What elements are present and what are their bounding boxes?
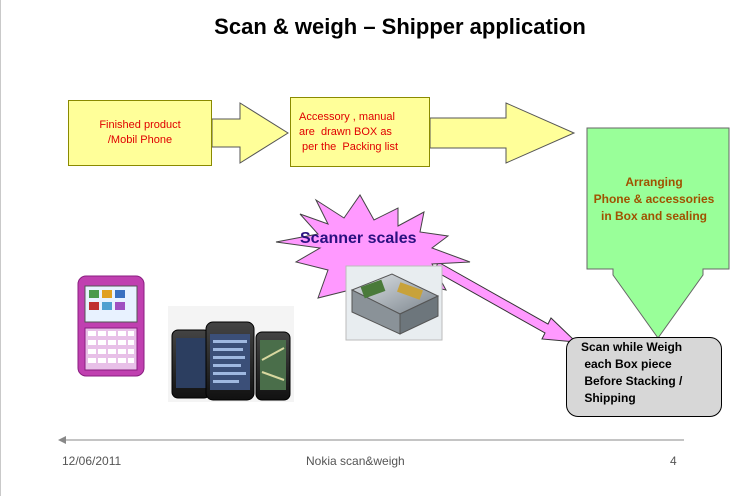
accessory-box: Accessory , manual are drawn BOX as per … bbox=[290, 97, 430, 167]
green-down-arrow bbox=[586, 127, 730, 339]
footer-page-number: 4 bbox=[670, 454, 677, 468]
arranging-line-2: Phone & accessories bbox=[593, 192, 715, 206]
finished-product-line-2: /Mobil Phone bbox=[107, 134, 173, 146]
scan-weigh-line-4: Shipping bbox=[581, 391, 636, 405]
scanner-scale-image bbox=[345, 265, 443, 341]
finished-product-line-1: Finished product bbox=[99, 119, 181, 131]
flow-arrow-1 bbox=[211, 102, 289, 164]
footer-timeline-arrowhead bbox=[58, 436, 66, 444]
pink-diagonal-arrow bbox=[434, 261, 578, 343]
finished-product-box: Finished product /Mobil Phone bbox=[68, 100, 212, 166]
footer-title: Nokia scan&weigh bbox=[306, 454, 405, 468]
scan-weigh-box: Scan while Weigh each Box piece Before S… bbox=[566, 337, 722, 417]
smartphones-image bbox=[168, 306, 294, 402]
arranging-line-1: Arranging bbox=[625, 175, 683, 189]
arranging-line-3: in Box and sealing bbox=[600, 209, 708, 223]
slide-title: Scan & weigh – Shipper application bbox=[214, 14, 586, 39]
pink-phone-image bbox=[77, 275, 145, 377]
footer-date: 12/06/2011 bbox=[62, 454, 122, 468]
scanner-scales-label: Scanner scales bbox=[300, 230, 417, 247]
slide-left-border bbox=[0, 0, 1, 496]
accessory-line-2: are drawn BOX as bbox=[299, 125, 392, 138]
flow-arrow-2 bbox=[429, 102, 576, 164]
accessory-line-3: per the Packing list bbox=[299, 140, 399, 153]
scan-weigh-line-1: Scan while Weigh bbox=[581, 340, 683, 354]
scan-weigh-line-3: Before Stacking / bbox=[581, 374, 683, 388]
scan-weigh-line-2: each Box piece bbox=[581, 357, 672, 371]
arranging-text: Arranging Phone & accessories in Box and… bbox=[580, 174, 728, 225]
accessory-line-1: Accessory , manual bbox=[299, 110, 395, 123]
